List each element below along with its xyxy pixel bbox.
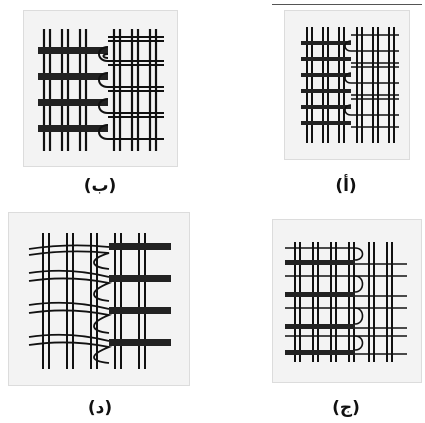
weave-diagram-a — [301, 27, 399, 143]
caption-a: (أ) — [335, 176, 357, 196]
weave-panel-d — [8, 212, 190, 386]
weave-panel-j — [272, 219, 422, 383]
weave-diagram-j — [285, 242, 407, 362]
weave-panel-a — [284, 10, 410, 160]
top-rule — [272, 4, 422, 5]
weave-diagram-b — [38, 29, 164, 151]
weave-panel-b — [23, 10, 178, 167]
caption-d: (د) — [87, 398, 113, 418]
caption-b: (ب) — [83, 176, 117, 196]
weave-diagram-d — [28, 233, 171, 369]
caption-j: (ج) — [332, 398, 360, 418]
